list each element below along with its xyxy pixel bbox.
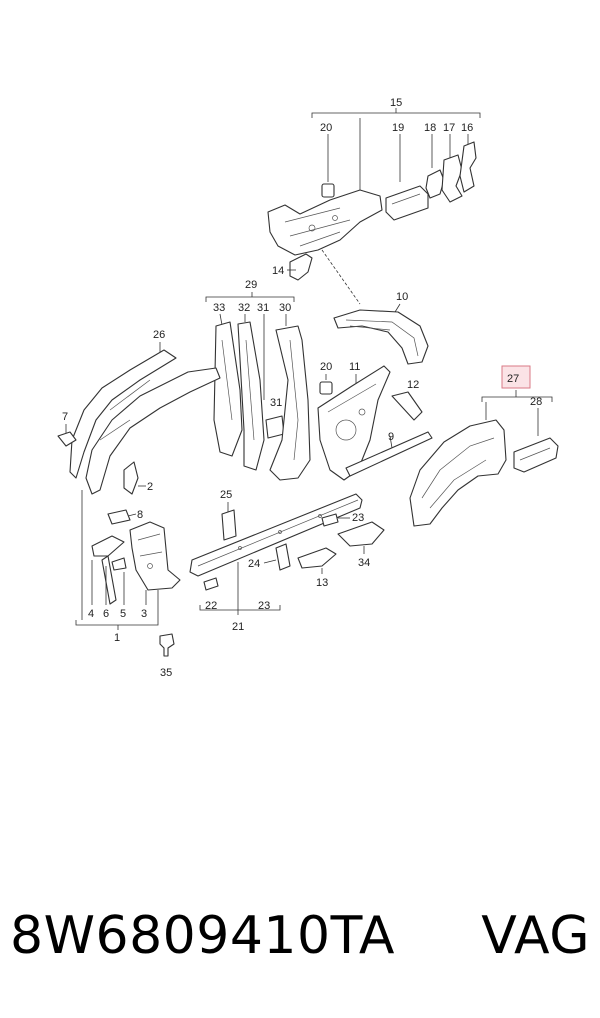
callout-5: 5 xyxy=(120,608,126,620)
callout-22: 22 xyxy=(205,600,217,612)
callout-4: 4 xyxy=(88,608,94,620)
callout-34: 34 xyxy=(358,557,370,569)
part-6-bracket xyxy=(91,535,125,557)
part-24-bracket xyxy=(275,543,291,571)
part-17-bracket xyxy=(441,154,463,203)
callout-35: 35 xyxy=(160,667,172,679)
assembly-27: 27 28 xyxy=(409,365,559,527)
part-5-rod xyxy=(101,555,117,605)
part-number: 8W6809410TA xyxy=(10,906,395,966)
callout-33: 33 xyxy=(213,302,225,314)
brand-name: VAG xyxy=(481,906,590,966)
part-27-wheel-arch xyxy=(409,419,507,527)
callout-28: 28 xyxy=(530,396,542,408)
assembly-21: 25 22 21 23 24 13 23 34 xyxy=(189,489,385,633)
callout-30: 30 xyxy=(279,302,291,314)
part-18-bracket xyxy=(425,169,445,199)
footer-caption: 8W6809410TA VAG xyxy=(10,900,590,972)
callout-25: 25 xyxy=(220,489,232,501)
part-16-bracket xyxy=(459,141,477,193)
part-2-bracket: 2 xyxy=(123,461,153,495)
rear-quarter-group: 11 20 9 12 xyxy=(317,361,433,481)
part-5-tab xyxy=(111,557,127,571)
callout-11: 11 xyxy=(349,361,360,373)
part-28-bracket xyxy=(513,437,559,473)
callout-12: 12 xyxy=(407,379,419,391)
part-25-bracket xyxy=(221,509,237,541)
part-21-sill xyxy=(189,493,363,577)
part-30-b-pillar-outer xyxy=(269,325,311,481)
callout-14: 14 xyxy=(272,265,284,277)
callout-31-top: 31 xyxy=(257,302,269,314)
callout-32: 32 xyxy=(238,302,250,314)
callout-8: 8 xyxy=(137,509,143,521)
callout-18: 18 xyxy=(424,122,436,134)
clip-20-top xyxy=(321,183,335,198)
callout-31-side: 31 xyxy=(270,397,282,409)
callout-6: 6 xyxy=(103,608,109,620)
assembly-15: 15 20 19 18 17 16 14 xyxy=(267,97,481,305)
callout-27-highlight xyxy=(501,365,531,389)
callout-17: 17 xyxy=(443,122,455,134)
callout-7: 7 xyxy=(62,411,68,423)
callout-26: 26 xyxy=(153,329,165,341)
part-19-bracket xyxy=(385,185,429,221)
callout-19: 19 xyxy=(392,122,404,134)
callout-23-bottom: 23 xyxy=(258,600,270,612)
assembly-1: 8 1 4 6 5 3 35 xyxy=(75,490,181,679)
clip-20-mid xyxy=(319,381,333,395)
callout-13: 13 xyxy=(316,577,328,589)
part-3-lower-pillar xyxy=(129,521,181,591)
part-34-bracket xyxy=(337,521,385,547)
parts-exploded-diagram: 15 20 19 18 17 16 14 10 xyxy=(57,97,559,679)
callout-15: 15 xyxy=(390,97,402,109)
callout-1: 1 xyxy=(114,632,120,644)
rear-panel-section xyxy=(267,189,383,256)
part-31-reinforcement xyxy=(265,415,285,439)
callout-27: 27 xyxy=(507,373,519,385)
callout-20-top: 20 xyxy=(320,122,332,134)
callout-3: 3 xyxy=(141,608,147,620)
part-8-bracket xyxy=(107,509,131,525)
callout-2: 2 xyxy=(147,481,153,493)
part-14-bracket xyxy=(289,253,313,281)
part-23-cap xyxy=(321,513,339,527)
part-11-inner-panel xyxy=(317,365,391,481)
callout-16: 16 xyxy=(461,122,473,134)
part-9-tube xyxy=(345,431,433,477)
callout-9: 9 xyxy=(388,431,394,443)
callout-21: 21 xyxy=(232,621,244,633)
part-26-a-pillar: 26 7 xyxy=(57,329,221,495)
callout-20-mid: 20 xyxy=(320,361,332,373)
part-7-clip xyxy=(57,431,77,447)
part-22-cap xyxy=(203,577,219,591)
callout-23-side: 23 xyxy=(352,512,364,524)
part-12-bracket xyxy=(391,391,423,421)
part-13-bracket xyxy=(297,547,337,569)
part-35-screw xyxy=(159,633,175,657)
callout-10: 10 xyxy=(396,291,408,303)
callout-24: 24 xyxy=(248,558,260,570)
callout-29: 29 xyxy=(245,279,257,291)
part-32-pillar xyxy=(237,321,265,471)
part-10-inner-wheelhouse: 10 xyxy=(333,291,429,365)
assembly-29: 29 33 32 31 30 31 xyxy=(205,279,311,481)
